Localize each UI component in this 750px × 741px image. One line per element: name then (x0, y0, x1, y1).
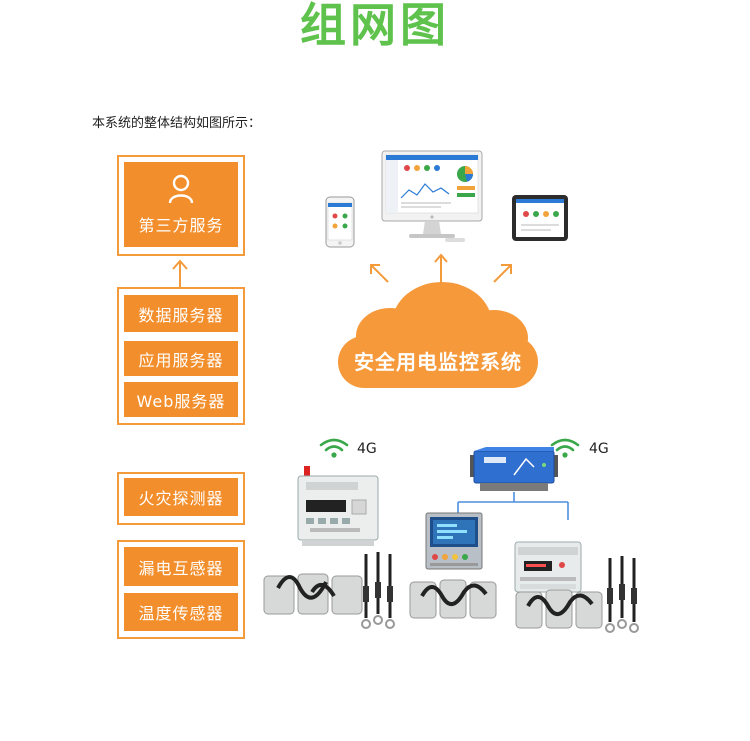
data-server-label: 数据服务器 (138, 305, 224, 325)
data-server-box: 数据服务器 (124, 295, 238, 332)
fire-detector-box: 火灾探测器 (124, 478, 238, 516)
tablet-icon (512, 195, 568, 241)
arrow-up-icon (172, 259, 188, 287)
cloud-to-devices-arrows (370, 253, 512, 284)
monitoring-device-right (514, 541, 582, 593)
desktop-monitor-icon (381, 150, 483, 242)
temperature-sensor-box: 温度传感器 (124, 593, 238, 631)
user-icon (168, 174, 194, 203)
sensor-cluster-left (263, 552, 395, 629)
sensor-cluster-right (515, 556, 639, 633)
temperature-sensor-label: 温度传感器 (138, 604, 224, 623)
app-server-label: 应用服务器 (138, 350, 224, 370)
leakage-sensor-label: 漏电互感器 (138, 558, 224, 578)
page-title: 组网图 (300, 0, 450, 52)
monitoring-device-left (297, 466, 379, 546)
cloud-shape (338, 282, 538, 388)
wifi-signal-icon-left (319, 438, 349, 458)
intro-text: 本系统的整体结构如图所示： (92, 116, 262, 131)
signal-label-left: 4G (357, 441, 377, 457)
wifi-signal-icon-right (550, 438, 580, 458)
gateway-device (470, 447, 558, 491)
sensor-cluster-middle (409, 579, 497, 619)
signal-label-right: 4G (589, 441, 609, 457)
app-server-box: 应用服务器 (124, 341, 238, 376)
smartphone-icon (325, 196, 355, 248)
third-party-box: 第三方服务 (124, 162, 238, 247)
cloud-label: 安全用电监控系统 (354, 350, 522, 374)
web-server-box: Web服务器 (124, 382, 238, 417)
web-server-label: Web服务器 (136, 391, 226, 411)
leakage-sensor-box: 漏电互感器 (124, 547, 238, 586)
monitoring-device-middle (425, 512, 483, 570)
fire-detector-label: 火灾探测器 (138, 489, 224, 508)
third-party-label: 第三方服务 (138, 215, 224, 235)
